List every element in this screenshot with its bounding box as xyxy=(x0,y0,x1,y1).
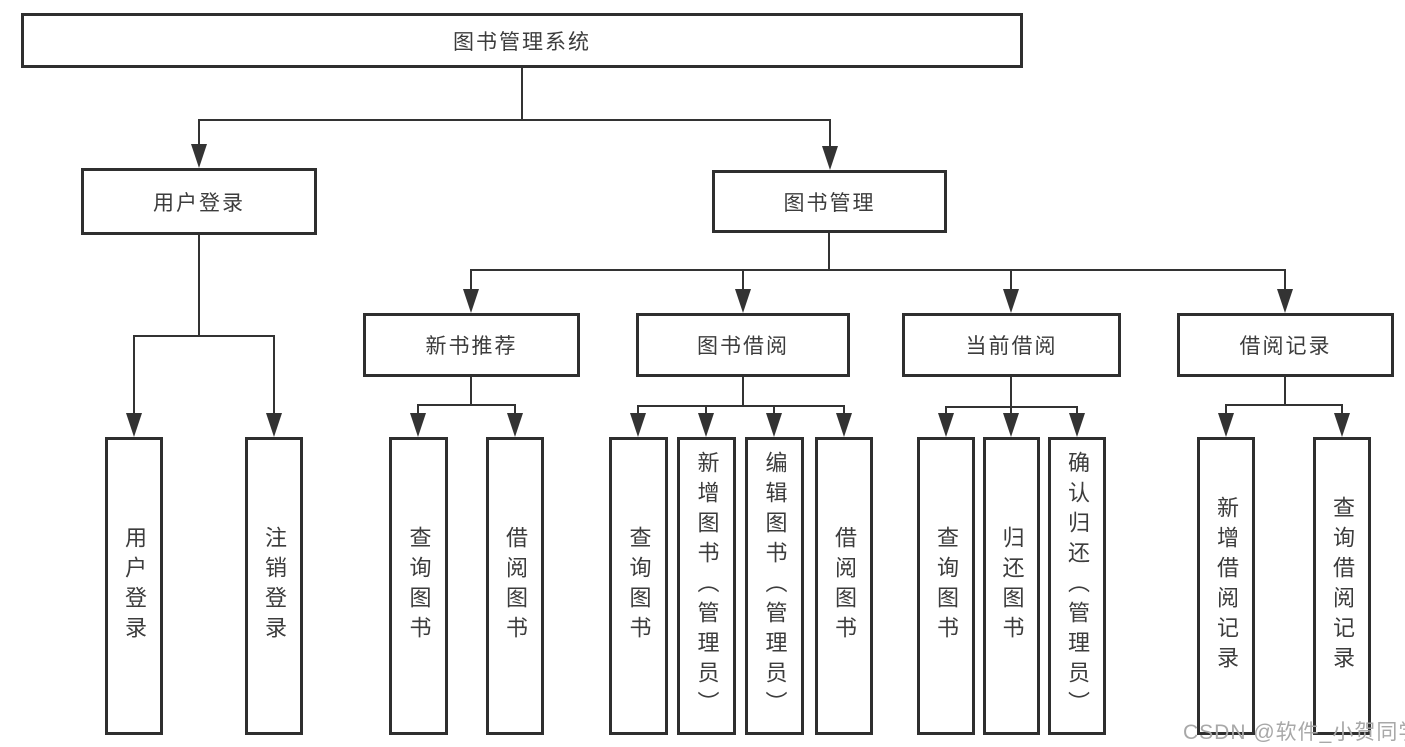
edge-leaf-logout-stem xyxy=(273,335,275,415)
arrow-down-icon xyxy=(410,413,426,437)
edge-user-login-hbar xyxy=(133,335,275,337)
arrow-down-icon xyxy=(836,413,852,437)
leaf-label: 新增借阅记录 xyxy=(1214,496,1239,676)
edge-root-book-mgmt-stem xyxy=(829,119,831,148)
node-new-book-rec-label: 新书推荐 xyxy=(425,335,518,358)
leaf-label: 查询借阅记录 xyxy=(1330,496,1355,676)
leaf-label: 注销登录 xyxy=(262,526,287,646)
arrow-down-icon xyxy=(1003,413,1019,437)
node-book-borrow: 图书借阅 xyxy=(636,313,850,377)
leaf-label: 查询图书 xyxy=(934,526,959,646)
arrow-down-icon xyxy=(463,289,479,313)
arrow-down-icon xyxy=(1277,289,1293,313)
leaf-label: 新增图书（管理员） xyxy=(694,451,720,721)
node-leaf-borrow-book-rec: 借阅图书 xyxy=(486,437,544,735)
node-leaf-query-book-current: 查询图书 xyxy=(917,437,975,735)
edge-book-mgmt-stub xyxy=(828,233,830,270)
node-leaf-query-book-borrow: 查询图书 xyxy=(609,437,668,735)
node-current-borrow-label: 当前借阅 xyxy=(965,335,1058,358)
edge-root-hbar xyxy=(198,119,831,121)
edge-book-borrow-stub xyxy=(742,377,744,407)
edge-leaf-stem xyxy=(1341,404,1343,415)
arrow-down-icon xyxy=(266,413,282,437)
arrow-down-icon xyxy=(735,289,751,313)
node-current-borrow: 当前借阅 xyxy=(902,313,1121,377)
arrow-down-icon xyxy=(938,413,954,437)
node-root-label: 图书管理系统 xyxy=(453,30,591,54)
leaf-label: 查询图书 xyxy=(626,526,652,646)
edge-leaf-user-login-stem xyxy=(133,335,135,415)
node-leaf-edit-book: 编辑图书（管理员） xyxy=(745,437,804,735)
edge-leaf-stem xyxy=(705,405,707,415)
node-leaf-borrow-book: 借阅图书 xyxy=(815,437,873,735)
arrow-down-icon xyxy=(630,413,646,437)
arrow-down-icon xyxy=(1003,289,1019,313)
node-leaf-query-book-rec: 查询图书 xyxy=(389,437,448,735)
node-leaf-confirm-return: 确认归还（管理员） xyxy=(1048,437,1106,735)
node-leaf-add-borrow-record: 新增借阅记录 xyxy=(1197,437,1255,735)
node-root: 图书管理系统 xyxy=(21,13,1023,68)
edge-user-login-stub xyxy=(198,235,200,336)
node-borrow-records: 借阅记录 xyxy=(1177,313,1394,377)
node-user-login: 用户登录 xyxy=(81,168,317,235)
leaf-label: 查询图书 xyxy=(406,526,432,646)
edge-leaf-stem xyxy=(514,404,516,415)
edge-borrow-records-hbar xyxy=(1225,404,1343,406)
arrow-down-icon xyxy=(1334,413,1350,437)
node-borrow-records-label: 借阅记录 xyxy=(1239,335,1332,358)
node-leaf-logout: 注销登录 xyxy=(245,437,303,735)
edge-leaf-stem xyxy=(843,405,845,415)
leaf-label: 归还图书 xyxy=(999,526,1025,646)
node-leaf-return-book: 归还图书 xyxy=(983,437,1040,735)
arrow-down-icon xyxy=(126,413,142,437)
arrow-down-icon xyxy=(766,413,782,437)
arrow-down-icon xyxy=(698,413,714,437)
node-new-book-rec: 新书推荐 xyxy=(363,313,580,377)
leaf-label: 用户登录 xyxy=(122,526,147,646)
edge-leaf-stem xyxy=(945,406,947,415)
arrow-down-icon xyxy=(822,146,838,170)
csdn-watermark: CSDN @软件_小贺同学 xyxy=(1183,721,1405,744)
edge-book-borrow-hbar xyxy=(637,405,845,407)
edge-leaf-stem xyxy=(417,404,419,415)
edge-borrow-records-stem xyxy=(1284,269,1286,291)
edge-book-borrow-stem xyxy=(742,269,744,291)
edge-leaf-stem xyxy=(1010,406,1012,415)
arrow-down-icon xyxy=(191,144,207,168)
edge-new-book-rec-stem xyxy=(470,269,472,291)
node-leaf-query-borrow-record: 查询借阅记录 xyxy=(1313,437,1371,735)
edge-root-user-login-stem xyxy=(198,119,200,146)
node-user-login-label: 用户登录 xyxy=(153,191,245,215)
node-book-mgmt-label: 图书管理 xyxy=(783,191,876,215)
arrow-down-icon xyxy=(1069,413,1085,437)
edge-borrow-records-stub xyxy=(1284,377,1286,406)
edge-new-book-rec-hbar xyxy=(417,404,516,406)
node-book-mgmt: 图书管理 xyxy=(712,170,947,233)
node-leaf-user-login: 用户登录 xyxy=(105,437,163,735)
node-book-borrow-label: 图书借阅 xyxy=(697,335,789,358)
leaf-label: 确认归还（管理员） xyxy=(1065,451,1090,721)
edge-leaf-stem xyxy=(1225,404,1227,415)
leaf-label: 编辑图书（管理员） xyxy=(762,451,788,721)
edge-current-borrow-stub xyxy=(1010,377,1012,408)
edge-leaf-stem xyxy=(637,405,639,415)
leaf-label: 借阅图书 xyxy=(832,526,857,646)
arrow-down-icon xyxy=(507,413,523,437)
edge-leaf-stem xyxy=(1076,406,1078,415)
edge-new-book-rec-stub xyxy=(470,377,472,406)
edge-current-borrow-stem xyxy=(1010,269,1012,291)
node-leaf-add-book: 新增图书（管理员） xyxy=(677,437,736,735)
leaf-label: 借阅图书 xyxy=(503,526,528,646)
arrow-down-icon xyxy=(1218,413,1234,437)
edge-root-stub xyxy=(521,68,523,120)
edge-book-mgmt-hbar xyxy=(470,269,1286,271)
edge-leaf-stem xyxy=(773,405,775,415)
